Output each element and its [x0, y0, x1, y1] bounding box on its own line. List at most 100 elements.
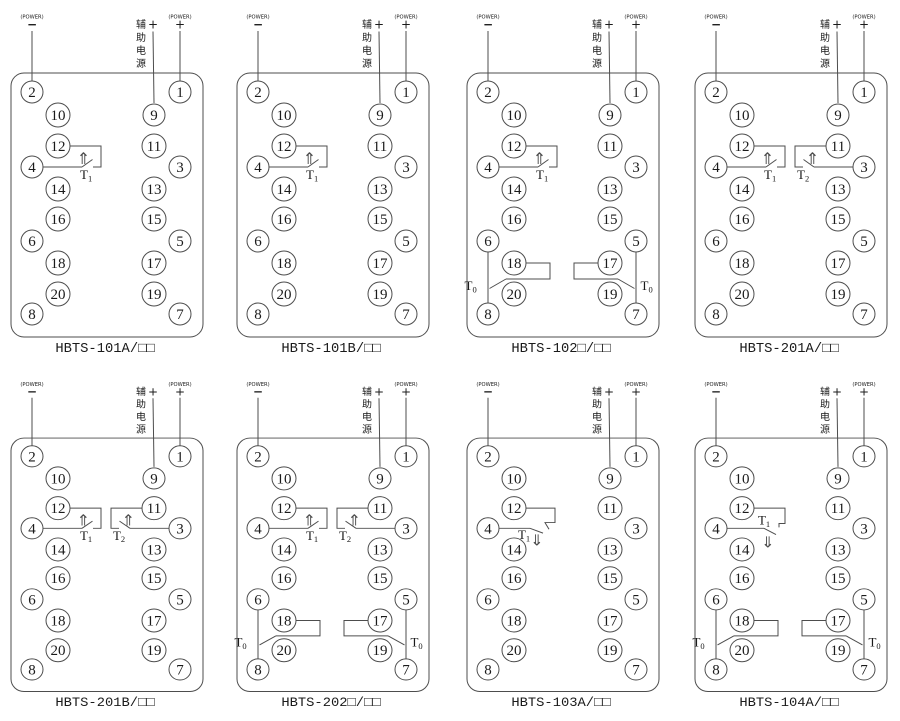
contact-wiring	[763, 527, 777, 535]
panel-label: HBTS-103A/□□	[511, 696, 610, 711]
terminal-20: 20	[45, 638, 71, 663]
terminal-15: 15	[141, 206, 167, 232]
lead-wire	[836, 398, 839, 467]
contact-label: T1	[518, 528, 530, 543]
terminal-6: 6	[246, 229, 270, 253]
delay-up-arrow-icon: ⇑	[806, 149, 819, 168]
terminal-number: 3	[176, 160, 184, 176]
aux-power-caption-char: 源	[820, 423, 830, 436]
contact-label: T0	[693, 636, 705, 651]
lead-wire	[608, 398, 611, 467]
terminal-circle	[168, 80, 192, 104]
terminal-9: 9	[826, 103, 850, 127]
terminal-circle	[141, 608, 167, 633]
contact-label: T1	[80, 167, 92, 184]
terminal-number: 14	[51, 182, 67, 198]
terminal-circle	[501, 466, 527, 491]
terminal-circle	[729, 537, 755, 562]
terminal-number: 11	[603, 139, 617, 155]
power-caption: (POWER)	[624, 15, 647, 21]
terminal-18: 18	[45, 250, 71, 276]
terminal-14: 14	[45, 176, 71, 202]
terminal-circle	[45, 566, 71, 591]
terminal-12: 12	[729, 496, 755, 521]
terminal-circle	[142, 103, 166, 127]
power-plus-lead: (POWER)+	[624, 15, 648, 81]
terminal-number: 9	[150, 472, 157, 488]
contact-wiring	[754, 507, 786, 528]
contact-wiring	[70, 507, 102, 529]
terminal-3: 3	[624, 517, 648, 540]
aux-power-caption-char: 源	[820, 57, 830, 70]
terminal-number: 11	[373, 501, 387, 517]
plus-sign: +	[401, 18, 411, 32]
terminal-number: 16	[51, 212, 67, 228]
contact-wiring	[296, 145, 328, 168]
terminal-4: 4	[20, 155, 44, 179]
terminal-number: 2	[712, 85, 720, 101]
terminal-number: 19	[373, 643, 388, 659]
terminal-number: 14	[51, 543, 67, 559]
terminal-number: 11	[603, 501, 617, 517]
terminal-circle	[852, 445, 876, 468]
terminal-circle	[825, 250, 851, 276]
terminal-circle	[624, 445, 648, 468]
delay-up-arrow-icon: ⇑	[533, 149, 546, 168]
terminal-19: 19	[825, 281, 851, 307]
terminal-number: 8	[484, 663, 491, 679]
panel-label: HBTS-104A/□□	[739, 696, 838, 711]
terminal-4: 4	[476, 517, 500, 540]
terminal-number: 17	[603, 256, 619, 272]
power-caption: (POWER)	[168, 382, 191, 388]
terminal-circle	[729, 466, 755, 491]
contact-wiring	[734, 620, 779, 637]
terminal-circle	[246, 588, 270, 611]
terminal-number: 10	[507, 472, 522, 488]
power-caption: (POWER)	[704, 382, 727, 388]
aux-power-caption-char: 源	[136, 57, 146, 70]
contact-t1-no-left: ⇑T1	[43, 507, 102, 544]
minus-sign: −	[711, 385, 721, 399]
relay-case-outline	[10, 437, 204, 693]
terminal-circle	[45, 176, 71, 202]
terminal-13: 13	[141, 537, 167, 562]
terminal-2: 2	[20, 445, 44, 468]
terminal-number: 9	[376, 472, 383, 488]
terminal-circle	[729, 102, 755, 128]
aux-power-caption-char: 源	[592, 57, 602, 70]
terminal-19: 19	[141, 281, 167, 307]
terminal-2: 2	[704, 80, 728, 104]
delay-up-arrow-icon: ⇑	[77, 511, 90, 530]
terminal-circle	[271, 566, 297, 591]
terminal-number: 12	[735, 501, 750, 517]
terminal-14: 14	[271, 176, 297, 202]
terminal-circle	[271, 176, 297, 202]
terminal-circle	[271, 281, 297, 307]
terminal-circle	[597, 566, 623, 591]
aux-power-caption-char: 辅	[362, 385, 372, 398]
contact-wiring	[617, 278, 635, 289]
terminal-number: 7	[632, 307, 640, 323]
contact-wiring	[70, 145, 102, 168]
aux-power-caption-char: 助	[362, 31, 372, 44]
terminal-3: 3	[624, 155, 648, 179]
panel-hbts-101b: (POWER)−辅助电源+(POWER)+2468101214161820911…	[236, 15, 430, 357]
terminal-17: 17	[597, 608, 623, 633]
terminal-number: 14	[735, 543, 751, 559]
terminal-circle	[246, 229, 270, 253]
terminal-16: 16	[501, 206, 527, 232]
panel-hbts-103a: (POWER)−辅助电源+(POWER)+2468101214161820911…	[466, 382, 660, 711]
terminal-9: 9	[598, 103, 622, 127]
contact-label: T0	[235, 636, 247, 651]
terminal-circle	[852, 588, 876, 611]
terminal-number: 2	[28, 450, 35, 466]
terminal-circle	[729, 206, 755, 232]
terminal-number: 3	[860, 522, 867, 538]
terminal-number: 13	[147, 182, 162, 198]
terminal-19: 19	[141, 638, 167, 663]
contact-label: T2	[797, 167, 809, 184]
terminal-number: 20	[51, 643, 66, 659]
panel-hbts-102: (POWER)−辅助电源+(POWER)+2468101214161820911…	[465, 15, 660, 357]
terminal-20: 20	[271, 638, 297, 663]
